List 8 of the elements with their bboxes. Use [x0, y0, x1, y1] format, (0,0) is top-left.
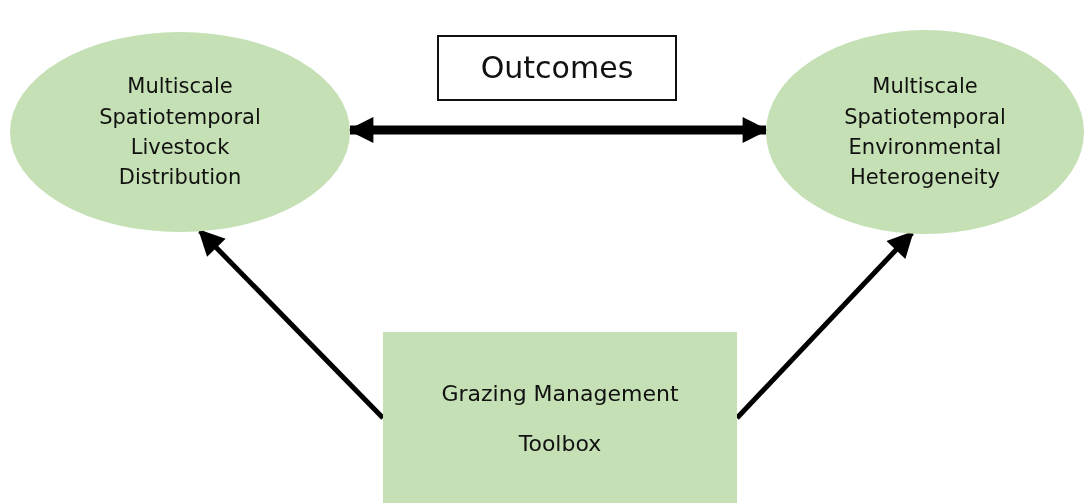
arrow — [198, 229, 385, 420]
node-label: Grazing Management — [441, 380, 679, 408]
node-label: Outcomes — [480, 49, 634, 88]
node-label: Toolbox — [518, 429, 602, 458]
node-label: Multiscale Spatiotemporal Environmental Heterogeneity — [843, 73, 1007, 192]
process-box — [383, 332, 737, 503]
label-box — [437, 35, 677, 101]
node-label: Multiscale Spatiotemporal Livestock Distribution — [98, 73, 262, 192]
